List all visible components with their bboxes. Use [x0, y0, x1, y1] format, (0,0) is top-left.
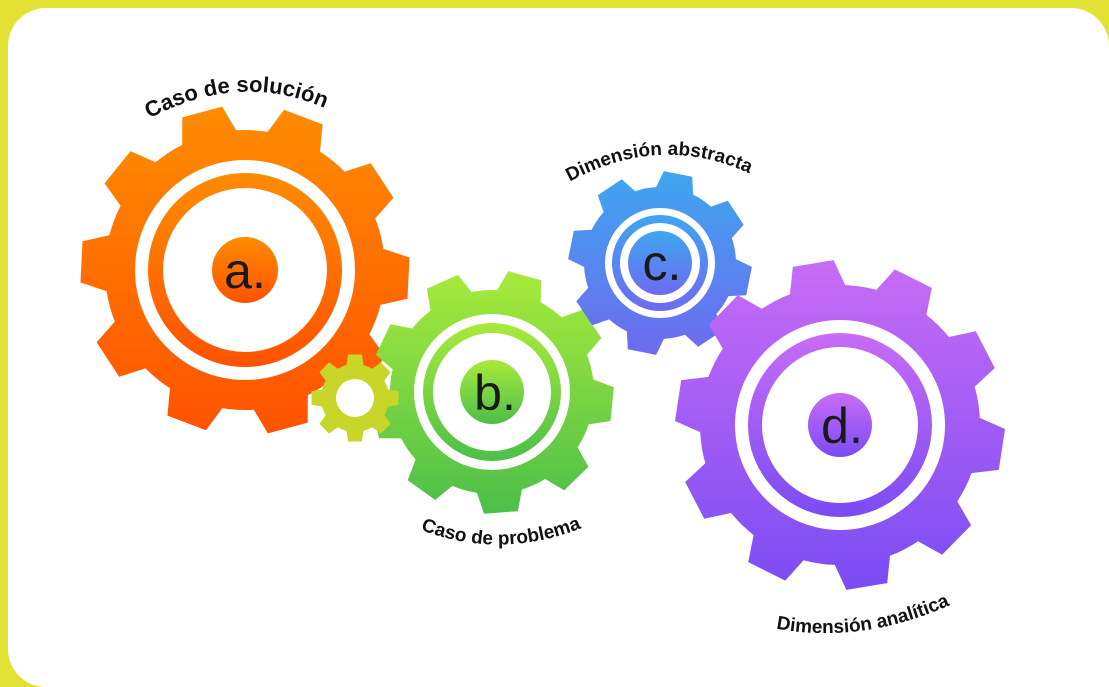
gear-a: a. — [80, 106, 410, 434]
gear-b: b. — [370, 271, 614, 514]
gear-icon — [311, 354, 399, 442]
gear-d-letter: d. — [821, 398, 863, 454]
gear-a-label: Caso de solución — [140, 72, 332, 123]
gear-c-label: Dimensión abstracta — [562, 139, 756, 186]
gear-c: c. — [568, 171, 752, 355]
gear-a-letter: a. — [224, 243, 266, 299]
gear-d: d. — [675, 260, 1005, 590]
gear-b-label: Caso de problema — [419, 513, 584, 550]
gear-d-label: Dimensión analítica — [775, 590, 952, 638]
gear-c-letter: c. — [643, 235, 682, 291]
gear-b-letter: b. — [474, 365, 516, 421]
